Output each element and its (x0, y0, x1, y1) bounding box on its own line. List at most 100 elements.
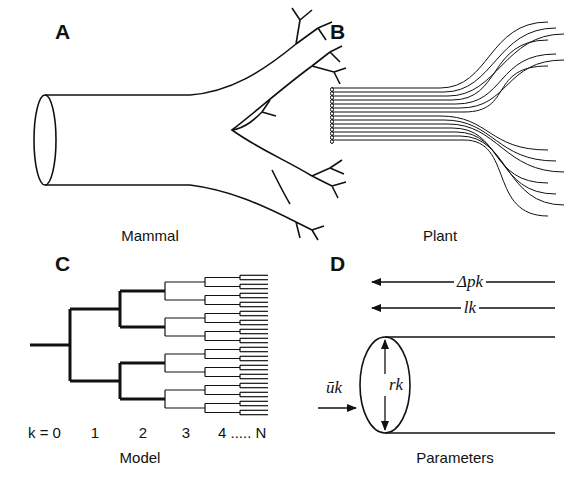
stroke (205, 331, 240, 332)
stroke (239, 275, 240, 279)
panel-caption: Plant (423, 228, 457, 245)
stroke (332, 22, 548, 88)
stroke (205, 277, 240, 278)
stroke (332, 60, 564, 108)
stroke (205, 394, 240, 395)
stroke (239, 293, 240, 297)
vessel-end (331, 108, 334, 112)
vessel-end (331, 136, 334, 140)
panel-letter: A (55, 20, 70, 43)
stroke (205, 403, 240, 404)
stroke (205, 340, 240, 341)
generation-index: k = 0 (28, 425, 61, 442)
stroke (240, 369, 268, 370)
stroke (240, 324, 268, 325)
parameter-label: lk (461, 299, 479, 318)
stroke (240, 302, 268, 303)
stroke (239, 383, 240, 387)
stroke (240, 356, 268, 357)
stroke (204, 314, 205, 323)
stroke (240, 392, 268, 393)
stroke (239, 338, 240, 342)
stroke (240, 351, 268, 352)
model-tree (30, 275, 268, 414)
vessel-end (331, 92, 334, 96)
stroke (239, 356, 240, 360)
stroke (240, 297, 268, 298)
stroke (240, 387, 268, 388)
stroke (240, 311, 268, 312)
stroke (70, 380, 120, 383)
stroke (205, 295, 240, 296)
generation-index: 3 (182, 425, 190, 442)
stroke (165, 353, 205, 354)
stroke (332, 136, 564, 205)
stroke (204, 368, 205, 377)
vessel-end (331, 132, 334, 136)
stroke (332, 140, 548, 216)
stroke (204, 332, 205, 341)
vessel-end (331, 104, 334, 108)
stroke (239, 347, 240, 351)
stroke (205, 313, 240, 314)
vessel-end (331, 128, 334, 132)
stroke (239, 311, 240, 315)
parameter-label: Δpk (454, 273, 486, 292)
stroke (239, 320, 240, 324)
stroke (240, 378, 268, 379)
panel-caption: Model (120, 450, 161, 467)
stroke (120, 290, 165, 293)
stroke (204, 296, 205, 305)
stroke (332, 40, 548, 100)
stroke (239, 392, 240, 396)
generation-index: 4 ..... N (218, 425, 266, 442)
stroke (205, 376, 240, 377)
stroke (205, 358, 240, 359)
stroke (205, 412, 240, 413)
generation-index: 1 (91, 425, 99, 442)
stroke (239, 401, 240, 405)
stroke (332, 66, 548, 112)
stroke (165, 299, 205, 300)
stroke (332, 132, 556, 194)
stroke (205, 385, 240, 386)
stroke (239, 374, 240, 378)
stroke (120, 326, 165, 329)
stroke (332, 54, 556, 104)
vessel-end (331, 88, 334, 92)
parameter-label: rk (386, 376, 406, 395)
stroke (240, 401, 268, 402)
stroke (164, 282, 165, 300)
stroke (240, 383, 268, 384)
stroke (119, 291, 122, 327)
stroke (204, 350, 205, 359)
vessel-end (331, 120, 334, 124)
stroke (240, 320, 268, 321)
stroke (239, 365, 240, 369)
stroke (204, 386, 205, 395)
stroke (164, 390, 165, 408)
stroke (204, 404, 205, 413)
stroke (240, 315, 268, 316)
stroke (165, 317, 205, 318)
stroke (205, 322, 240, 323)
stroke (30, 344, 70, 347)
stroke (332, 116, 548, 150)
panel-caption: Parameters (416, 450, 494, 467)
stroke (240, 396, 268, 397)
vessel-end (331, 124, 334, 128)
stroke (239, 302, 240, 306)
stroke (240, 374, 268, 375)
stroke (165, 281, 205, 282)
stroke (332, 124, 564, 172)
stroke (205, 286, 240, 287)
stroke (239, 410, 240, 414)
stroke (165, 335, 205, 336)
tube-cylinder (360, 337, 555, 433)
stroke (119, 363, 122, 399)
stroke (164, 354, 165, 372)
plant-vessels (331, 22, 565, 216)
vessel-end (331, 100, 334, 104)
vessel-end (331, 96, 334, 100)
